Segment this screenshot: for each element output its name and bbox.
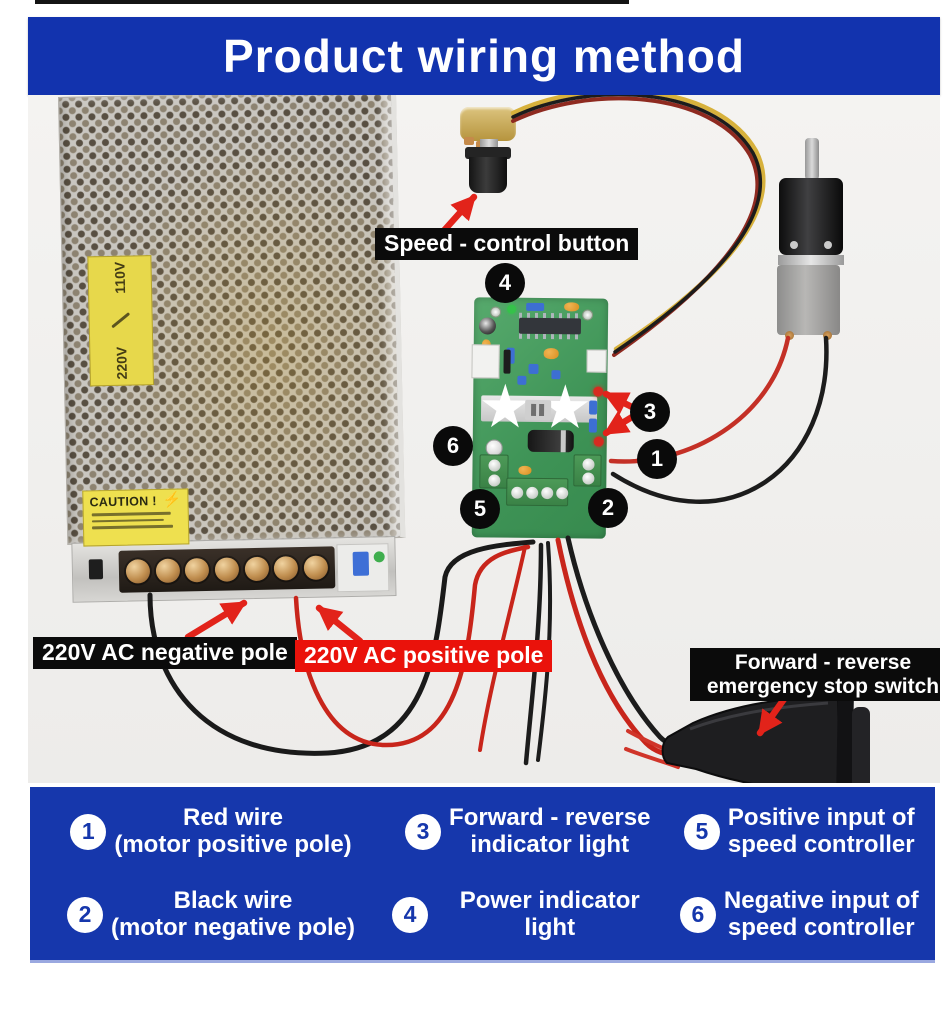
pcb-electrolytic-cap — [478, 317, 497, 335]
psu-caution-text: CAUTION ! — [89, 493, 157, 509]
pcb-diode — [527, 429, 574, 453]
top-strip — [35, 0, 629, 4]
pcb-capacitor — [564, 302, 580, 312]
legend-item-3: 3 Forward - reverse indicator light — [392, 804, 664, 859]
marker-3: 3 — [630, 392, 670, 432]
heatsink-slot — [539, 403, 545, 417]
psu-voltage-220: 220V — [113, 346, 130, 380]
legend-num-4: 4 — [392, 896, 428, 933]
legend-text-6: Negative input of speed controller — [723, 886, 919, 941]
pcb-left-connector — [471, 344, 500, 379]
stop-switch-label: Forward - reverse emergency stop switch — [690, 648, 940, 702]
motor-screw — [790, 241, 798, 249]
pcb-mount-hole — [582, 309, 594, 321]
pot-knob — [469, 157, 507, 193]
switch-wires — [555, 535, 691, 769]
wiring-photo: 110V 220V CAUTION ! ⚡ — [28, 95, 940, 783]
legend-num-5: 5 — [683, 814, 720, 851]
psu-voltage-110: 110V — [111, 261, 129, 294]
psu-terminal-base — [71, 536, 397, 603]
lightning-bolt-icon: ⚡ — [162, 491, 182, 509]
marker-4: 4 — [485, 263, 525, 303]
legend-num-6: 6 — [679, 896, 716, 933]
pcb-capacitor — [518, 465, 532, 475]
motor-gearbox — [779, 178, 843, 255]
pot-solder-lug — [464, 137, 474, 145]
pcb-right-connector — [586, 349, 607, 373]
output-terminal-right — [573, 454, 602, 487]
pcb-ic-body — [518, 317, 582, 335]
psu-caution-row: CAUTION ! ⚡ — [89, 491, 182, 510]
speed-control-label: Speed - control button — [375, 228, 639, 260]
legend-text-5: Positive input of speed controller — [727, 804, 915, 859]
reverse-indicator-led — [593, 436, 604, 447]
negative-pole-arrow-icon — [184, 599, 248, 641]
pcb-resistor — [589, 400, 598, 415]
pcb-transistor — [503, 349, 511, 374]
stop-switch-label-line2: emergency stop switch — [706, 674, 940, 698]
pcb-trimmer — [517, 375, 527, 385]
motor-terminal-negative — [823, 331, 832, 340]
pot-body — [460, 107, 516, 141]
psu-caution-fineprint — [90, 511, 182, 529]
heatsink-slot — [531, 403, 537, 416]
motor-ring — [778, 255, 844, 265]
main-terminal-center — [506, 477, 569, 507]
pcb-trimmer — [551, 370, 561, 380]
forward-indicator-led — [593, 386, 604, 397]
pcb-ic-chip — [518, 312, 582, 340]
psu-caution-label: CAUTION ! ⚡ — [82, 488, 190, 547]
motor-terminal-positive — [785, 331, 794, 340]
power-indicator-led — [507, 304, 517, 314]
pcb-resistor — [588, 418, 597, 433]
pcb-capacitor — [543, 348, 559, 360]
pot-knob-flange — [465, 147, 511, 159]
legend-panel: 1 Red wire (motor positive pole) 3 Forwa… — [30, 787, 935, 960]
legend-num-2: 2 — [66, 896, 103, 933]
legend-num-1: 1 — [70, 814, 107, 851]
stop-switch-label-line1: Forward - reverse — [734, 651, 912, 674]
motor-screw — [824, 241, 832, 249]
legend-num-3: 3 — [405, 814, 442, 851]
ac-negative-label: 220V AC negative pole — [33, 637, 297, 669]
pcb-mount-hole — [490, 306, 502, 318]
rocker-switch — [661, 689, 870, 783]
page-title: Product wiring method — [223, 30, 745, 82]
ac-positive-label: 220V AC positive pole — [295, 640, 553, 672]
psu-terminal-strip — [118, 546, 336, 593]
marker-6: 6 — [433, 426, 473, 466]
input-terminal-left — [479, 454, 509, 489]
legend-text-1: Red wire (motor positive pole) — [114, 804, 352, 859]
led-arrow-top-icon — [602, 390, 636, 415]
positive-pole-arrow-icon — [315, 604, 364, 645]
legend-item-1: 1 Red wire (motor positive pole) — [30, 804, 392, 859]
motor-body — [777, 265, 840, 335]
psu-base-bolt — [88, 559, 104, 580]
legend-text-2: Black wire (motor negative pole) — [110, 886, 356, 941]
legend-text-4: Power indicator light — [459, 886, 640, 941]
pot-shaft-bushing — [480, 139, 498, 149]
header-banner: Product wiring method — [28, 17, 940, 95]
legend-item-4: 4 Power indicator light — [392, 886, 664, 942]
led-arrow-bottom-icon — [602, 411, 636, 437]
psu-voltage-label: 110V 220V — [87, 255, 155, 387]
marker-5: 5 — [460, 489, 500, 529]
legend-item-5: 5 Positive input of speed controller — [664, 804, 936, 859]
legend-item-2: 2 Black wire (motor negative pole) — [30, 886, 392, 942]
pcb-component — [526, 302, 545, 312]
marker-1: 1 — [637, 439, 677, 479]
legend-item-6: 6 Negative input of speed controller — [664, 886, 936, 942]
pcb-trimmer — [528, 363, 539, 374]
motor-shaft — [805, 138, 819, 180]
legend-text-3: Forward - reverse indicator light — [449, 804, 651, 859]
marker-2: 2 — [588, 488, 628, 528]
psu-switch-glyph-icon — [111, 312, 131, 329]
psu-trim-pot — [352, 551, 370, 576]
power-supply-unit: 110V 220V CAUTION ! ⚡ — [58, 95, 406, 603]
